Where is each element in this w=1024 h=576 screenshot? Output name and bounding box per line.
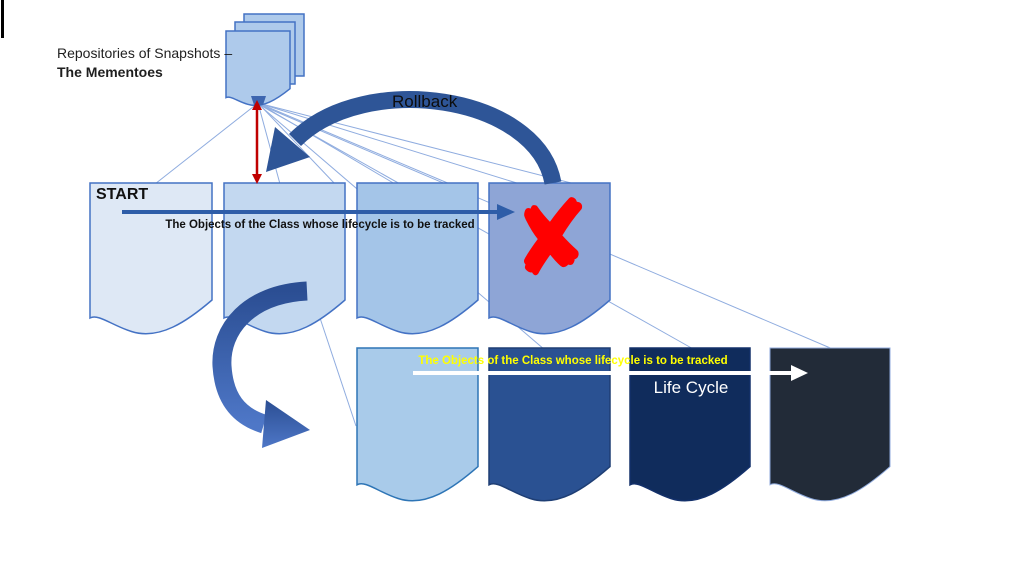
row1-timeline-arrow xyxy=(122,204,515,220)
document-lifecycle-4 xyxy=(769,347,891,502)
connector-line xyxy=(154,102,259,185)
restore-connector xyxy=(252,100,262,184)
document-lifecycle-1 xyxy=(356,347,479,502)
cycle-down-shaft xyxy=(212,281,308,434)
rollback-arrowhead xyxy=(266,127,310,172)
connector-line xyxy=(257,102,521,185)
restore-arrowhead-down xyxy=(252,174,262,184)
rollback-arrow xyxy=(266,91,562,186)
slide-edge-bar xyxy=(1,0,4,38)
life-cycle-label: Life Cycle xyxy=(653,378,729,397)
connector-line xyxy=(257,102,281,185)
row1-caption: The Objects of the Class whose lifecycle… xyxy=(165,219,475,231)
stack-page-front xyxy=(225,30,291,107)
document-lifecycle-3 xyxy=(629,347,751,502)
row2-timeline-arrowhead xyxy=(791,365,808,381)
snapshot-stack xyxy=(225,13,305,107)
connector-line xyxy=(257,102,451,185)
document-snapshot-3 xyxy=(356,182,479,335)
connector-line xyxy=(257,102,576,185)
row2-caption: The Objects of the Class whose lifecycle… xyxy=(418,355,728,367)
row1-documents xyxy=(89,182,611,335)
row2-documents xyxy=(356,347,891,502)
title-line2: The Mementoes xyxy=(57,64,163,80)
document-start xyxy=(89,182,213,335)
cycle-down-arrow xyxy=(212,281,310,448)
rollback-arrow-shaft xyxy=(288,91,562,186)
connector-line xyxy=(315,305,357,427)
connector-line xyxy=(257,102,336,185)
title-line1: Repositories of Snapshots – xyxy=(57,45,233,61)
restore-arrowhead-up xyxy=(252,100,262,110)
rejected-x-icon: ✘ xyxy=(506,182,597,297)
start-label: START xyxy=(96,186,149,203)
document-rejected xyxy=(488,182,611,335)
row2-timeline-arrow xyxy=(413,365,808,381)
connector-hub xyxy=(251,96,266,105)
document-lifecycle-2 xyxy=(488,347,611,502)
row1-timeline-arrowhead xyxy=(497,204,515,220)
rollback-label: Rollback xyxy=(392,92,458,111)
cycle-down-arrowhead xyxy=(262,400,310,448)
